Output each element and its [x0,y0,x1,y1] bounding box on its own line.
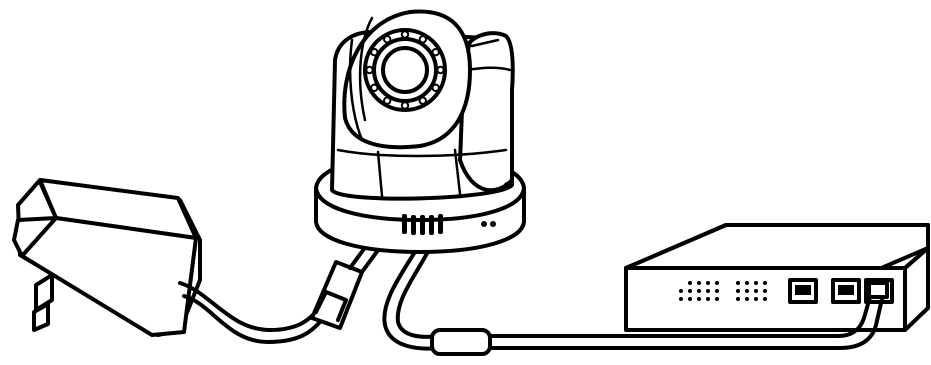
power-cable-icon [180,238,384,342]
power-adapter-icon [14,180,200,335]
camera-lens-icon [365,30,445,110]
network-switch-icon [626,225,928,330]
pan-tilt-ip-camera-icon [316,11,524,252]
switch-port-2 [833,280,859,302]
camera-mic-hole-icon [481,221,487,227]
power-plug-prongs-icon [34,275,52,330]
switch-port-1 [790,280,816,302]
